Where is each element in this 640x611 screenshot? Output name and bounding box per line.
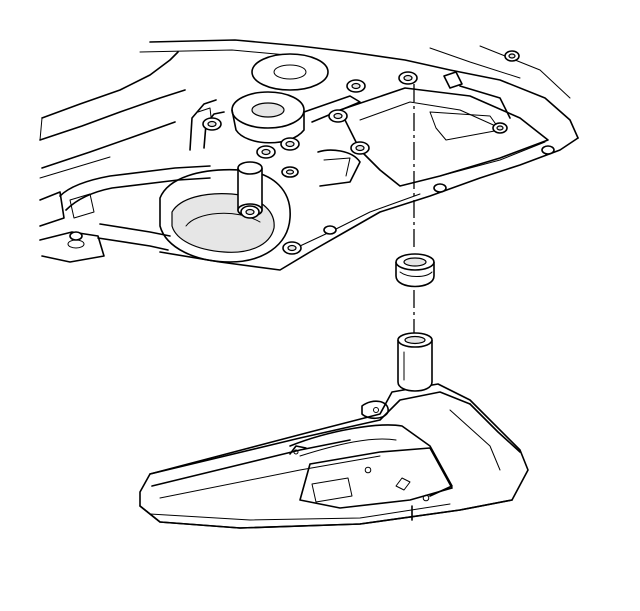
filter-seal: [395, 253, 435, 288]
transmission-fluid-filter: [139, 332, 529, 529]
case-bolt-heads: [69, 50, 555, 255]
transmission-case: [39, 39, 579, 271]
